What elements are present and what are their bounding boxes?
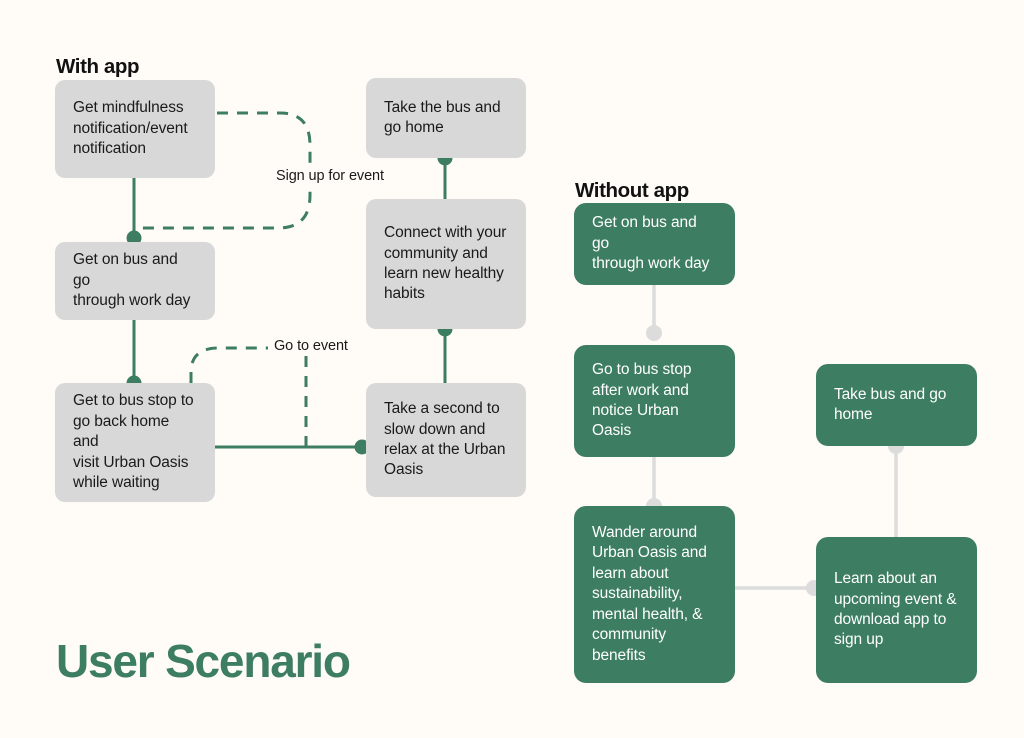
connector-dashed-go-to-event [189,346,268,383]
connector-dashed-sign-up-for-event [140,111,312,230]
node-take-the-bus-and-go-home[interactable]: Take the bus and go home [366,78,526,158]
node-connect-with-community[interactable]: Connect with your community and learn ne… [366,199,526,329]
page-title: User Scenario [56,635,351,687]
connector-dot-woa2-top [646,325,662,341]
node-take-a-second-to-slow-down[interactable]: Take a second to slow down and relax at … [366,383,526,497]
node-woa-take-bus-and-go-home[interactable]: Take bus and go home [816,364,977,446]
connector-dot-wa2-top [126,230,142,246]
node-get-to-bus-stop-visit-urban-oasis[interactable]: Get to bus stop to go back home and visi… [55,383,215,502]
node-get-on-bus-work-day[interactable]: Get on bus and go through work day [55,242,215,320]
node-woa-learn-about-upcoming-event[interactable]: Learn about an upcoming event & download… [816,537,977,683]
node-woa-wander-around-urban-oasis[interactable]: Wander around Urban Oasis and learn abou… [574,506,735,683]
node-woa-get-on-bus-work-day[interactable]: Get on bus and go through work day [574,203,735,285]
edge-label-go-to-event: Go to event [270,338,352,354]
connector-dot-wa6-left [354,439,370,455]
section-heading-without-app: Without app [575,179,689,202]
section-heading-with-app: With app [56,55,140,78]
node-get-mindfulness-notification[interactable]: Get mindfulness notification/event notif… [55,80,215,178]
edge-label-sign-up-for-event: Sign up for event [272,168,388,184]
node-woa-go-to-bus-stop-notice-urban-oasis[interactable]: Go to bus stop after work and notice Urb… [574,345,735,457]
